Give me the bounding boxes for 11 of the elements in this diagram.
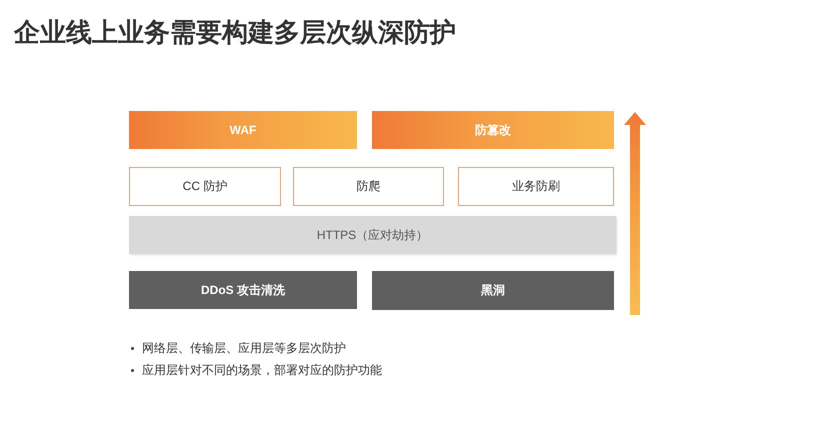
- layer-box: WAF: [129, 111, 357, 149]
- layer-box: CC 防护: [129, 167, 281, 206]
- layer-box: 黑洞: [372, 271, 614, 310]
- layer-box: 防爬: [293, 167, 444, 206]
- layer-box: 业务防刷: [458, 167, 614, 206]
- layer-band: HTTPS（应对劫持）: [129, 216, 616, 254]
- bullet-note: 应用层针对不同的场景，部署对应的防护功能: [142, 362, 382, 378]
- bullet-note: 网络层、传输层、应用层等多层次防护: [142, 340, 346, 356]
- slide-title: 企业线上业务需要构建多层次纵深防护: [14, 16, 456, 49]
- layer-box: 防篡改: [372, 111, 614, 149]
- layer-box: DDoS 攻击清洗: [129, 271, 357, 309]
